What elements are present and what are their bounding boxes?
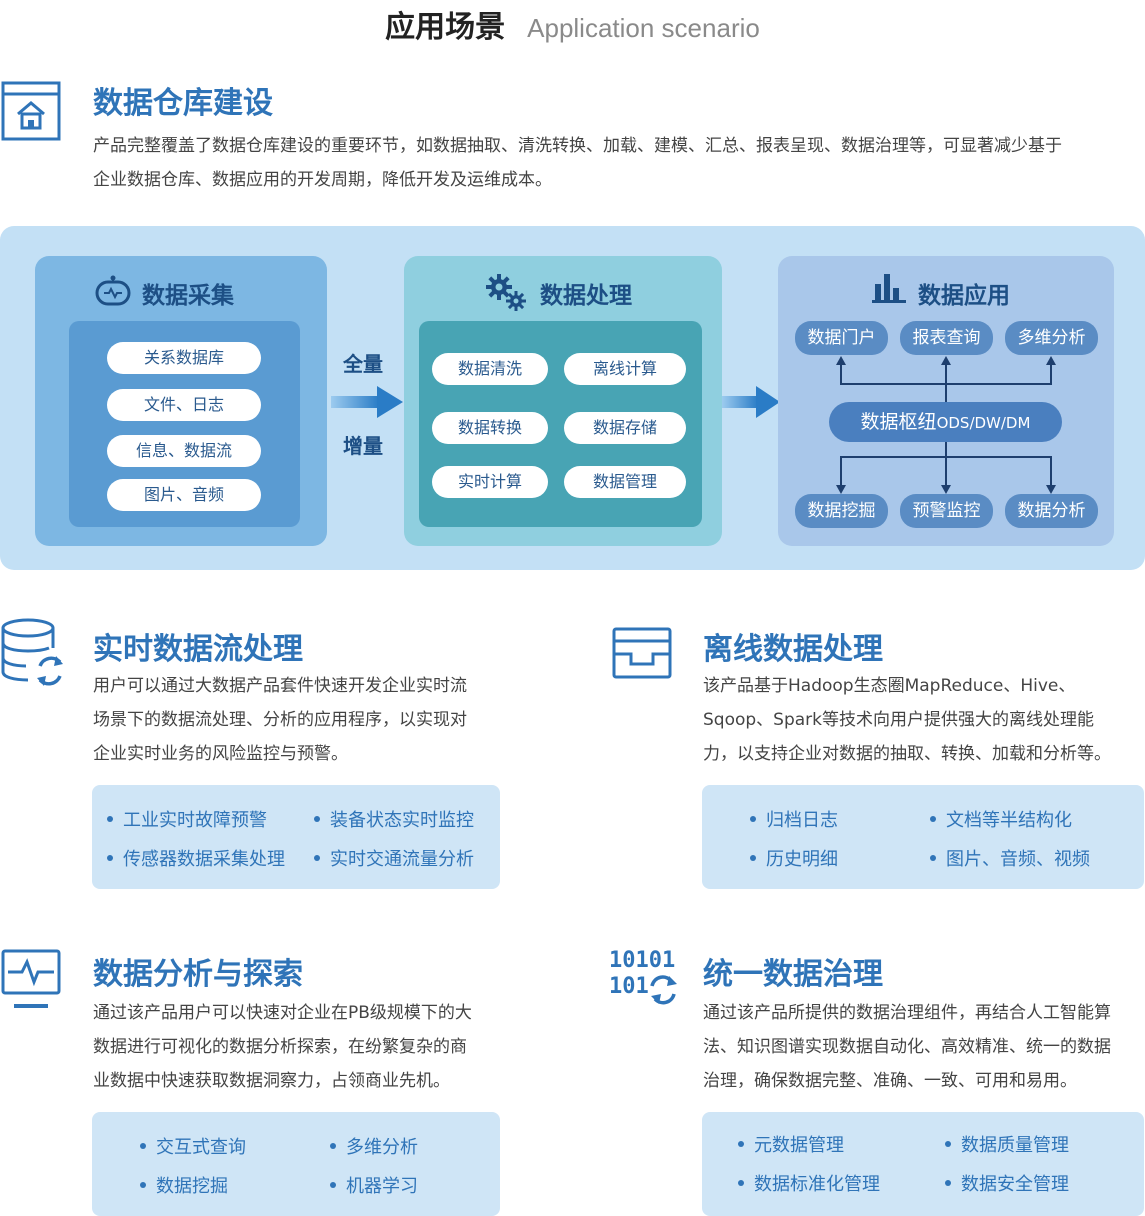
- process-item: 离线计算: [564, 353, 686, 385]
- gears-icon: [484, 272, 528, 312]
- warehouse-icon: [0, 80, 62, 142]
- realtime-bullet: 传感器数据采集处理: [107, 845, 285, 871]
- offline-desc-line: 力，以支持企业对数据的抽取、转换、加载和分析等。: [703, 744, 1111, 764]
- analysis-desc-line: 数据进行可视化的数据分析探索，在纷繁复杂的商: [93, 1037, 467, 1057]
- offline-title: 离线数据处理: [703, 632, 883, 667]
- realtime-bullet: 实时交通流量分析: [314, 845, 474, 871]
- connector-arrow: [941, 485, 951, 494]
- connector-arrow: [836, 485, 846, 494]
- page-title-en: Application scenario: [527, 13, 760, 43]
- database-sync-icon: [0, 618, 64, 688]
- connector-line: [1050, 456, 1052, 487]
- connector-line: [840, 456, 842, 487]
- offline-bullet: 历史明细: [750, 845, 838, 871]
- realtime-bullet: 装备状态实时监控: [314, 806, 474, 832]
- connector-line: [1050, 364, 1052, 384]
- arrow-right-icon: [331, 386, 403, 418]
- governance-desc-line: 法、知识图谱实现数据自动化、高效精准、统一的数据: [703, 1037, 1111, 1057]
- connector-arrow: [836, 356, 846, 365]
- process-item: 数据存储: [564, 412, 686, 444]
- data-hub: 数据枢纽ODS/DW/DM: [829, 402, 1062, 442]
- apply-bottom-item: 数据分析: [1005, 494, 1098, 528]
- realtime-bullet-box: [92, 785, 500, 889]
- process-item: 实时计算: [432, 466, 548, 498]
- flow-incremental-label: 增量: [343, 434, 383, 458]
- realtime-title: 实时数据流处理: [93, 632, 303, 667]
- hub-sub-label: ODS/DW/DM: [936, 414, 1031, 432]
- inbox-icon: [611, 626, 673, 680]
- process-item: 数据转换: [432, 412, 548, 444]
- warehouse-title: 数据仓库建设: [93, 86, 273, 121]
- offline-bullet: 图片、音频、视频: [930, 845, 1090, 871]
- analysis-bullet: 多维分析: [330, 1133, 418, 1159]
- connector-line: [840, 383, 1052, 385]
- governance-bullet: 数据标准化管理: [738, 1170, 880, 1196]
- monitor-pulse-icon: [0, 948, 62, 1012]
- apply-top-item: 数据门户: [795, 321, 888, 355]
- realtime-desc-line: 用户可以通过大数据产品套件快速开发企业实时流: [93, 676, 467, 696]
- collect-item: 图片、音频: [107, 479, 261, 511]
- apply-bottom-item: 数据挖掘: [795, 494, 888, 528]
- connector-line: [840, 364, 842, 384]
- apply-title: 数据应用: [918, 283, 1010, 309]
- process-title: 数据处理: [540, 283, 632, 309]
- warehouse-desc-line1: 产品完整覆盖了数据仓库建设的重要环节，如数据抽取、清洗转换、加载、建模、汇总、报…: [93, 136, 1062, 156]
- analysis-bullet-box: [92, 1112, 500, 1216]
- offline-desc-line: 该产品基于Hadoop生态圈MapReduce、Hive、: [703, 676, 1076, 696]
- page-title-cn: 应用场景: [385, 10, 506, 45]
- governance-bullet: 数据安全管理: [945, 1170, 1069, 1196]
- page-title: 应用场景 Application scenario: [0, 2, 1145, 46]
- analysis-bullet: 机器学习: [330, 1172, 418, 1198]
- governance-bullet-box: [702, 1112, 1144, 1216]
- offline-desc-line: Sqoop、Spark等技术向用户提供强大的离线处理能: [703, 710, 1095, 730]
- binary-sync-icon: 10101 101: [609, 948, 685, 1010]
- warehouse-desc-line2: 企业数据仓库、数据应用的开发周期，降低开发及运维成本。: [93, 170, 552, 190]
- bar-chart-icon: [872, 272, 908, 304]
- apply-bottom-item: 预警监控: [900, 494, 993, 528]
- governance-desc-line: 治理，确保数据完整、准确、一致、可用和易用。: [703, 1071, 1077, 1091]
- governance-bullet: 元数据管理: [738, 1131, 844, 1157]
- analysis-bullet: 数据挖掘: [140, 1172, 228, 1198]
- process-item: 数据清洗: [432, 353, 548, 385]
- realtime-desc-line: 企业实时业务的风险监控与预警。: [93, 744, 348, 764]
- connector-arrow: [1046, 356, 1056, 365]
- flow-full-label: 全量: [343, 352, 383, 376]
- realtime-desc-line: 场景下的数据流处理、分析的应用程序，以实现对: [93, 710, 467, 730]
- connector-arrow: [1046, 485, 1056, 494]
- analysis-bullet: 交互式查询: [140, 1133, 246, 1159]
- apply-top-item: 报表查询: [900, 321, 993, 355]
- analysis-desc-line: 通过该产品用户可以快速对企业在PB级规模下的大: [93, 1003, 472, 1023]
- robot-icon: [94, 274, 132, 308]
- governance-bullet: 数据质量管理: [945, 1131, 1069, 1157]
- binary-icon-text: 10101 101: [609, 948, 676, 999]
- hub-main-label: 数据枢纽: [860, 411, 937, 433]
- offline-bullet: 归档日志: [750, 806, 838, 832]
- collect-item: 文件、日志: [107, 389, 261, 421]
- offline-bullet: 文档等半结构化: [930, 806, 1072, 832]
- offline-bullet-box: [702, 785, 1144, 889]
- collect-item: 信息、数据流: [107, 435, 261, 467]
- connector-arrow: [941, 356, 951, 365]
- analysis-title: 数据分析与探索: [93, 957, 303, 992]
- connector-line: [840, 456, 1052, 458]
- process-item: 数据管理: [564, 466, 686, 498]
- apply-top-item: 多维分析: [1005, 321, 1098, 355]
- connector-line: [945, 442, 947, 487]
- analysis-desc-line: 业数据中快速获取数据洞察力，占领商业先机。: [93, 1071, 450, 1091]
- collect-title: 数据采集: [142, 283, 234, 309]
- governance-desc-line: 通过该产品所提供的数据治理组件，再结合人工智能算: [703, 1003, 1111, 1023]
- governance-title: 统一数据治理: [703, 957, 883, 992]
- collect-item: 关系数据库: [107, 342, 261, 374]
- arrow-right-icon: [722, 386, 780, 418]
- realtime-bullet: 工业实时故障预警: [107, 806, 267, 832]
